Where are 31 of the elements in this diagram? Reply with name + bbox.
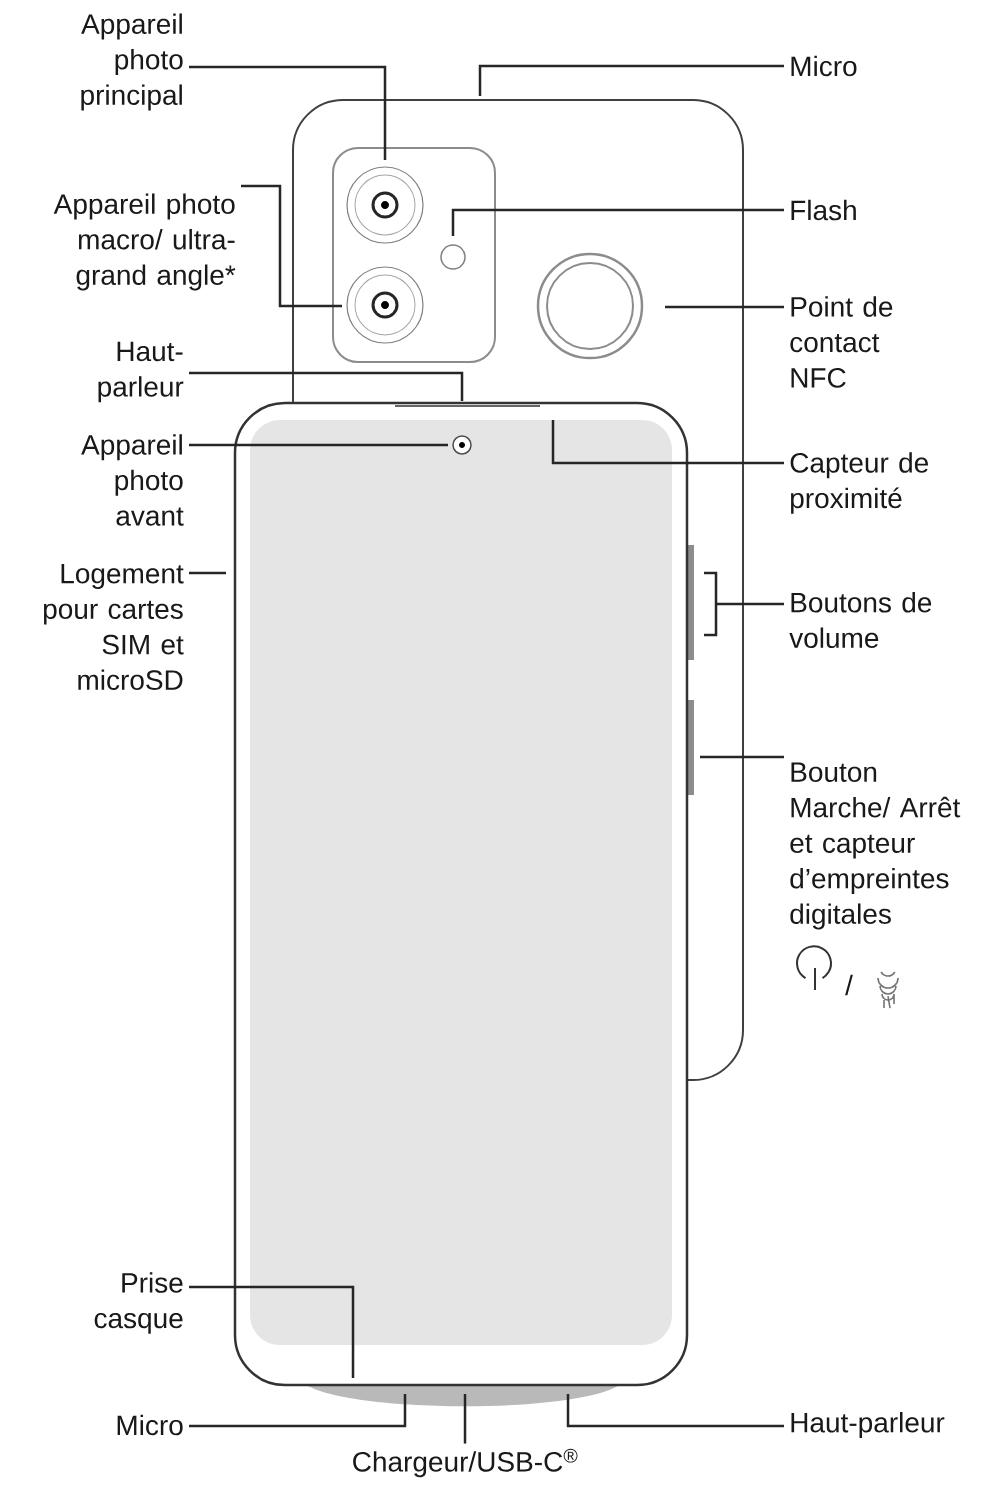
- callout-label: Appareil photo principal: [81, 13, 183, 111]
- leader-line: [716, 602, 784, 606]
- leader-line: [189, 371, 464, 401]
- leader-line: [241, 184, 342, 308]
- leader-line: [189, 443, 448, 447]
- callout-label: /: [845, 974, 853, 996]
- leader-line: [551, 420, 784, 465]
- callout-label: Micro: [117, 1414, 183, 1436]
- leader-line: [665, 305, 784, 309]
- leader-line: [700, 755, 784, 759]
- callout-label: Point de contact NFC: [790, 296, 893, 388]
- callout-label: Haut-parleur: [98, 341, 184, 403]
- leader-line: [189, 571, 226, 575]
- callout-label: Micro: [791, 55, 857, 77]
- leader-line: [189, 65, 387, 160]
- leader-line: [463, 1394, 467, 1444]
- callout-label: Appareil photo avant: [81, 434, 184, 526]
- callout-label: Chargeur/USB-C$^{®}$: [353, 1448, 578, 1478]
- leader-line: [451, 208, 784, 236]
- leader-line: [478, 64, 784, 96]
- callout-label: Logement pour cartes SIM et microSD: [44, 564, 184, 690]
- callout-label: Haut-parleur: [791, 1412, 945, 1439]
- callout-label: Boutons de volume: [789, 592, 932, 649]
- leader-line: [566, 1394, 784, 1428]
- callout-label: Capteur de proximité: [790, 452, 928, 514]
- callout-label: Prise casque: [94, 1272, 183, 1334]
- leader-line: [189, 1394, 407, 1428]
- leader-line: [189, 1285, 355, 1378]
- callout-label: Bouton Marche/ Arrêt et capteur d’empreintes digitales: [790, 762, 961, 930]
- callout-label: Flash: [791, 199, 856, 221]
- callout-label: Appareil photo macro/ ultra-grand angle*: [53, 193, 236, 291]
